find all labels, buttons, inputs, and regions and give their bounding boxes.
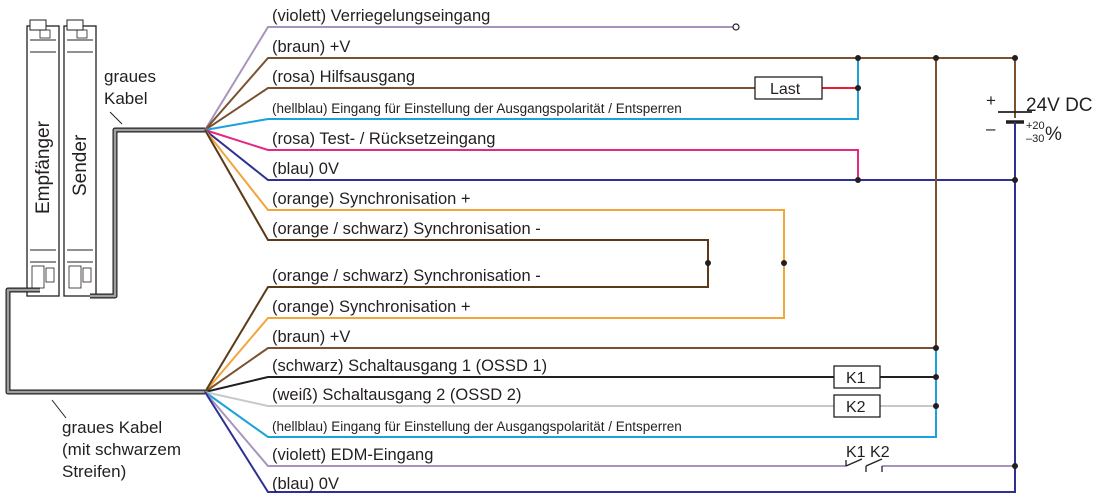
wire-pink-aux — [204, 87, 755, 131]
top-cable-label-line2: Kabel — [104, 89, 147, 108]
supply-tolerance-plus: +20 — [1026, 120, 1045, 132]
label-aux-output: (rosa) Hilfsausgang — [272, 68, 415, 86]
label-interlock: (violett) Verriegelungseingang — [272, 7, 490, 25]
sender-wire-labels: (violett) Verriegelungseingang (braun) +… — [272, 7, 682, 238]
sender-label: Sender — [70, 134, 91, 196]
load-label: Last — [770, 81, 801, 98]
relay-k2-label: K2 — [846, 399, 866, 416]
top-cable-pointer — [109, 111, 123, 125]
junctions — [705, 55, 1018, 469]
label-polarity-sender: (hellblau) Eingang für Einstellung der A… — [272, 101, 682, 116]
receiver-cable — [5, 287, 205, 395]
label-ossd2: (weiß) Schaltausgang 2 (OSSD 2) — [272, 386, 521, 404]
bottom-cable-label-line3: Streifen) — [62, 462, 126, 481]
sender-device: Sender — [63, 19, 97, 297]
relay-k2: K2 — [833, 394, 881, 418]
label-0v-receiver: (blau) 0V — [272, 475, 339, 493]
supply-plus: + — [986, 91, 996, 110]
load-box: Last — [754, 76, 823, 100]
wire-lightblue-polarity-receiver — [204, 348, 937, 438]
wire-brown-plusv-sender — [204, 57, 1016, 131]
wire-black-ossd1 — [204, 376, 834, 393]
receiver-device: Empfänger — [26, 19, 60, 297]
label-ossd1: (schwarz) Schaltausgang 1 (OSSD 1) — [272, 357, 547, 375]
wire-brown-plusv-receiver — [204, 58, 937, 393]
contacts-label: K1 K2 — [846, 444, 890, 461]
wire-violet-edm — [204, 391, 846, 467]
label-sync-plus-sender: (orange) Synchronisation + — [272, 190, 471, 208]
power-supply: + – 24V DC +20 –30 % — [986, 91, 1093, 145]
relay-k1: K1 — [833, 365, 881, 389]
wire-white-ossd2 — [204, 391, 834, 407]
label-plusv-receiver: (braun) +V — [272, 328, 350, 346]
wire-pink-test — [204, 129, 859, 180]
supply-minus: – — [986, 119, 996, 138]
bottom-cable-pointer — [51, 399, 67, 419]
label-0v-sender: (blau) 0V — [272, 160, 339, 178]
label-sync-minus-receiver: (orange / schwarz) Synchronisation - — [272, 267, 541, 285]
wire-violet-interlock — [204, 26, 735, 131]
receiver-wire-labels: (orange / schwarz) Synchronisation - (or… — [272, 267, 682, 493]
supply-tolerance-minus: –30 — [1026, 133, 1044, 145]
supply-voltage: 24V DC — [1026, 95, 1093, 116]
open-terminal — [732, 23, 740, 31]
label-sync-plus-receiver: (orange) Synchronisation + — [272, 298, 471, 316]
label-plusv-sender: (braun) +V — [272, 38, 350, 56]
sender-cable — [90, 127, 205, 299]
wire-blue-0v-receiver — [204, 130, 1016, 493]
wire-blue-0v-sender — [204, 129, 1015, 181]
edm-contacts: K1 K2 — [845, 444, 890, 472]
label-edm: (violett) EDM-Eingang — [272, 446, 433, 464]
bottom-cable-label-line1: graues Kabel — [62, 418, 162, 437]
top-cable-label-line1: graues — [104, 67, 156, 86]
receiver-wires — [204, 58, 1016, 493]
relay-k1-label: K1 — [846, 370, 866, 387]
supply-percent: % — [1045, 124, 1062, 145]
label-polarity-receiver: (hellblau) Eingang für Einstellung der A… — [272, 419, 682, 434]
receiver-label: Empfänger — [33, 120, 54, 214]
bottom-cable-label-line2: (mit schwarzem — [62, 440, 181, 459]
label-sync-minus-sender: (orange / schwarz) Synchronisation - — [272, 220, 541, 238]
label-test-reset: (rosa) Test- / Rücksetzeingang — [272, 130, 495, 148]
